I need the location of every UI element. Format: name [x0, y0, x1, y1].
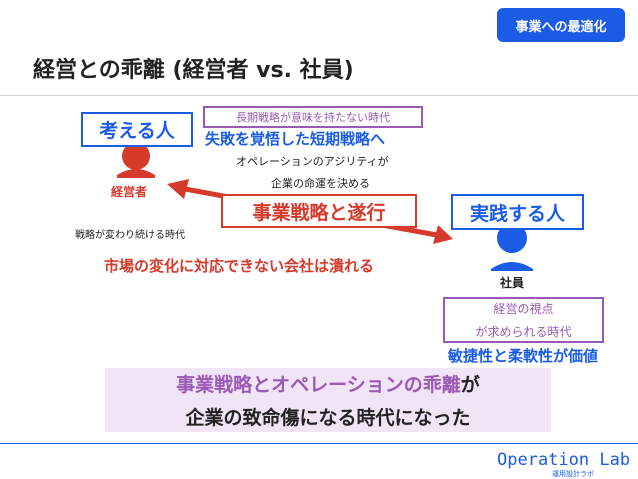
- category-badge: 事業への最適化: [497, 8, 625, 42]
- business-strategy-execution-box: 事業戦略と遂行: [221, 194, 417, 228]
- short-term-strategy-text: 失敗を覚悟した短期戦略へ: [205, 130, 386, 148]
- footer-divider: [0, 443, 638, 444]
- doer-label: 社員: [500, 276, 525, 290]
- agility-line1: オペレーションのアジリティが: [236, 155, 389, 168]
- long-term-strategy-box: 長期戦略が意味を持たない時代: [203, 106, 423, 128]
- strategy-changes-text: 戦略が変わり続ける時代: [75, 230, 185, 241]
- summary-line1-highlight: 事業戦略とオペレーションの乖離: [176, 374, 461, 396]
- title-divider: [0, 95, 638, 96]
- market-change-text: 市場の変化に対応できない会社は潰れる: [104, 257, 375, 275]
- footer-subtitle: 運用設計ラボ: [552, 470, 594, 478]
- doer-person-icon: [491, 223, 533, 271]
- agility-line2: 企業の命運を決める: [271, 177, 370, 190]
- management-perspective-box: 経営の視点 が求められる時代: [443, 297, 604, 343]
- thinker-person-icon: [117, 142, 155, 178]
- summary-line1: 事業戦略とオペレーションの乖離が: [176, 370, 480, 397]
- management-perspective-line1: 経営の視点: [493, 302, 554, 316]
- summary-line1-suffix: が: [460, 374, 480, 396]
- summary-box: 事業戦略とオペレーションの乖離が 企業の致命傷になる時代になった: [105, 368, 551, 432]
- summary-line2: 企業の致命傷になる時代になった: [185, 407, 471, 429]
- doer-box: 実践する人: [451, 194, 584, 230]
- page-title: 経営との乖離 (経営者 vs. 社員): [33, 58, 354, 83]
- thinker-box: 考える人: [81, 112, 193, 147]
- thinker-label: 経営者: [111, 185, 148, 199]
- footer-logo: Operation Lab: [497, 450, 631, 470]
- management-perspective-line2: が求められる時代: [475, 325, 572, 339]
- agility-value-text: 敏捷性と柔軟性が価値: [448, 347, 599, 365]
